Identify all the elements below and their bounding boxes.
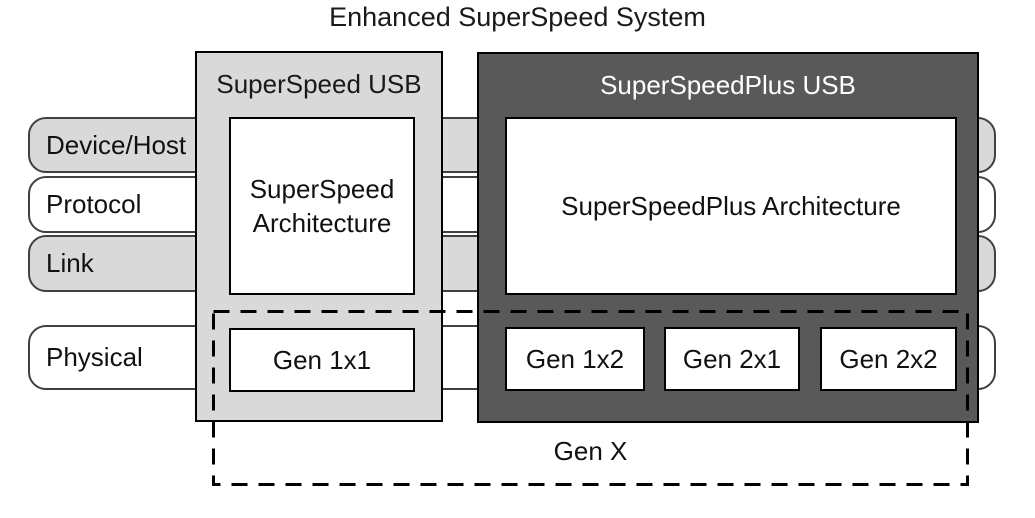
gen-2x1-box: Gen 2x1 xyxy=(664,327,800,391)
layer-label-protocol: Protocol xyxy=(46,189,142,219)
superspeed-architecture-box: SuperSpeed Architecture xyxy=(229,117,415,295)
superspeedplus-usb-title: SuperSpeedPlus USB xyxy=(600,69,856,100)
superspeedplus-usb-box: SuperSpeedPlus USB SuperSpeedPlus Archit… xyxy=(477,52,979,423)
gen-1x1-box: Gen 1x1 xyxy=(229,328,415,392)
gen-2x2-box: Gen 2x2 xyxy=(820,327,957,391)
layer-label-physical: Physical xyxy=(46,342,143,372)
layer-label-device-host: Device/Host xyxy=(46,129,187,160)
superspeed-usb-title: SuperSpeed USB xyxy=(216,68,422,99)
gen-1x2-box: Gen 1x2 xyxy=(505,327,645,391)
gen-x-label: Gen X xyxy=(553,436,628,466)
diagram-title: Enhanced SuperSpeed System xyxy=(329,2,706,32)
superspeed-usb-box: SuperSpeed USB SuperSpeed Architecture G… xyxy=(195,51,443,422)
superspeedplus-architecture-box: SuperSpeedPlus Architecture xyxy=(505,117,957,295)
layer-label-link: Link xyxy=(46,248,94,278)
